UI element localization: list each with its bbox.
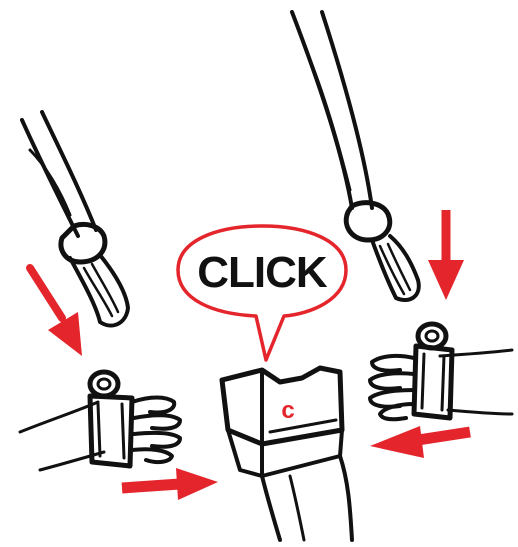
arrow-right: [121, 468, 218, 500]
center-buckle-female: [219, 365, 354, 542]
right-buckle-male: [368, 321, 514, 422]
arrow-left: [370, 426, 471, 458]
click-text: CLICK: [197, 248, 328, 297]
left-strap: [20, 110, 130, 328]
buckle-part-label: c: [281, 397, 294, 424]
arrow-down-right: [26, 264, 82, 356]
left-buckle-male: [18, 369, 182, 472]
right-strap: [290, 10, 421, 302]
click-callout: CLICK: [176, 224, 348, 362]
arrow-down: [428, 210, 464, 300]
